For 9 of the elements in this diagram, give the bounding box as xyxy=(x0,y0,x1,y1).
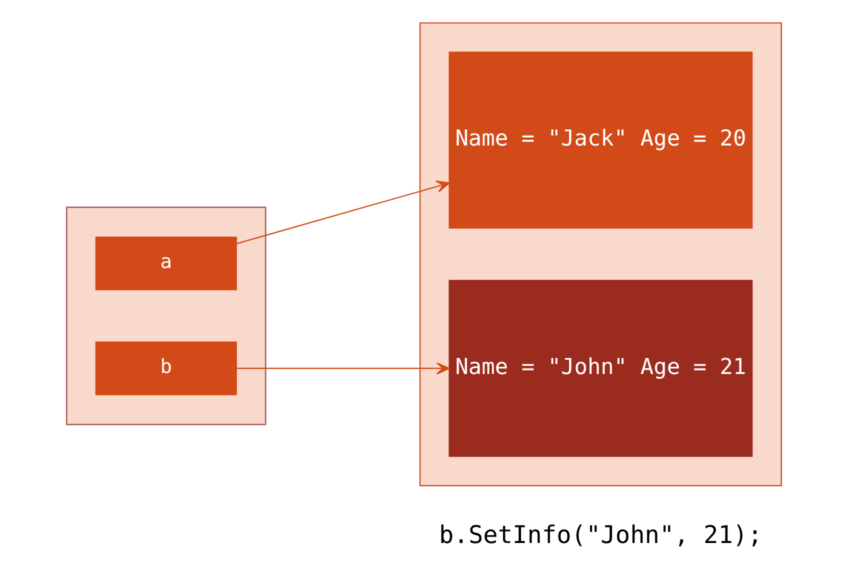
arrow xyxy=(236,180,450,244)
node-box: Name = "John" Age = 21 xyxy=(448,280,752,457)
node-box: Name = "Jack" Age = 20 xyxy=(448,52,752,229)
cluster xyxy=(418,22,782,486)
node-box: a xyxy=(94,236,236,290)
node-box: b xyxy=(94,342,236,396)
cluster xyxy=(66,206,266,426)
arrow xyxy=(236,362,450,374)
label: b.SetInfo("John", 21); xyxy=(438,520,762,549)
